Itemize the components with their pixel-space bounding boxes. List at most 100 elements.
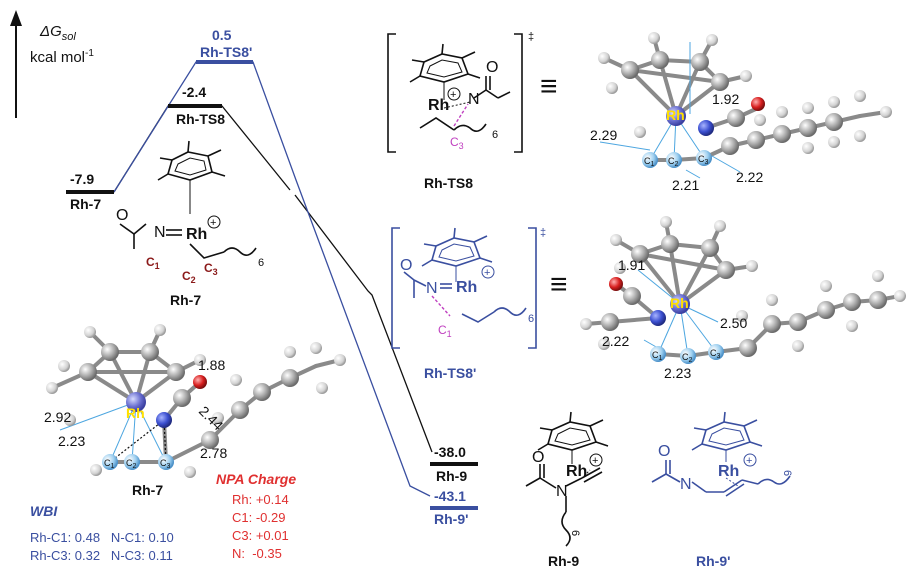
energy-levels: -7.9 Rh-7 -2.4 Rh-TS8 0.5 Rh-TS8' -38.0 …: [66, 27, 478, 527]
npa-row-1: Rh: +0.14: [232, 492, 289, 507]
svg-text:Rh: Rh: [666, 107, 685, 123]
svg-text:C3: C3: [160, 458, 171, 470]
ts8p-plus-icon: [481, 265, 495, 279]
svg-text:+: +: [746, 455, 752, 467]
structure-rh9: [525, 411, 609, 547]
npa-row-4: N: -0.35: [232, 546, 282, 561]
energy-axis: ΔGsol kcal mol-1: [10, 10, 94, 118]
level-value-rh7: -7.9: [70, 171, 94, 187]
svg-text:+: +: [210, 217, 216, 229]
ts8p-n-label: N: [426, 280, 438, 297]
ts8-3d-model: Rh C1 C2 C3 1.92 2.29 2.21 2.22: [590, 32, 892, 193]
ts8p-equiv: ≡: [550, 268, 568, 301]
ts8p-rh-label: Rh: [456, 279, 477, 296]
svg-text:C3: C3: [710, 348, 721, 360]
ts8p-dist-1: 1.91: [618, 257, 645, 273]
rh7-dist-3: 2.92: [44, 409, 71, 425]
ts8-dagger: ‡: [528, 31, 534, 43]
structure-ts8: [387, 33, 523, 153]
rh9p-rh-label: Rh: [718, 463, 739, 480]
svg-text:C3: C3: [698, 154, 709, 166]
ts8-c3-label: C3: [450, 135, 464, 151]
svg-text:Rh: Rh: [670, 295, 689, 311]
svg-text:+: +: [484, 267, 490, 279]
structure-ts8p: [391, 227, 537, 349]
ts8-dist-4: 2.22: [736, 169, 763, 185]
ts8p-structure-label: Rh-TS8': [424, 365, 476, 381]
svg-text:C2: C2: [682, 352, 693, 364]
npa-row-2: C1: -0.29: [232, 510, 285, 525]
ts8-rh-label: Rh: [428, 97, 449, 114]
level-value-ts8: -2.4: [182, 84, 206, 100]
rh7-dist-4: 2.23: [58, 433, 85, 449]
ts8p-3d-model: Rh C1 C2 C3 1.91 2.50 2.22 2.23: [580, 216, 906, 381]
rh7-3d-model: Rh C1 C2 C3 1.88 2.44 2.92 2.23 2.78 Rh-…: [44, 324, 346, 498]
level-name-ts8p: Rh-TS8': [200, 44, 252, 60]
rh7-c2-label: C2: [182, 269, 196, 285]
ts8p-c1-label: C1: [438, 323, 452, 339]
rh9p-structure-label: Rh-9': [696, 553, 730, 569]
rh7-c3-label: C3: [204, 261, 218, 277]
level-name-rh7: Rh-7: [70, 196, 101, 212]
rh7-3d-rh-label: Rh: [126, 405, 145, 421]
npa-panel: NPA Charge Rh: +0.14 C1: -0.29 C3: +0.01…: [216, 471, 296, 561]
wbi-row-1: Rh-C1: 0.48 N-C1: 0.10: [30, 530, 174, 545]
rh9p-n-label: N: [680, 476, 692, 493]
rh7-dist-5: 2.78: [200, 445, 227, 461]
npa-row-3: C3: +0.01: [232, 528, 289, 543]
rh9-cp-ring-icon: [547, 421, 598, 451]
ts8-cp-ring-icon: [419, 53, 470, 83]
ts8p-o-label: O: [400, 257, 412, 274]
svg-text:+: +: [592, 455, 598, 467]
ts8-structure-label: Rh-TS8: [424, 175, 473, 191]
svg-text:6: 6: [528, 313, 534, 325]
axis-unit: kcal mol-1: [30, 48, 94, 66]
svg-text:C1: C1: [652, 350, 663, 362]
npa-title: NPA Charge: [216, 471, 296, 487]
rh9p-cp-ring-icon: [701, 421, 752, 451]
ts8-dist-2: 2.29: [590, 127, 617, 143]
ts8p-dagger: ‡: [540, 227, 546, 239]
svg-text:6: 6: [492, 129, 498, 141]
rh7-chain-sub: 6: [258, 257, 264, 269]
ts8-dist-1: 1.92: [712, 91, 739, 107]
rh9-structure-label: Rh-9: [548, 553, 579, 569]
rh9-rh-label: Rh: [566, 463, 587, 480]
ts8-forming-bond: [453, 103, 469, 127]
rh7-o-label: O: [116, 207, 128, 224]
ts8-o-label: O: [486, 59, 498, 76]
level-value-ts8p: 0.5: [212, 27, 232, 43]
wbi-row-2: Rh-C3: 0.32 N-C3: 0.11: [30, 548, 173, 563]
svg-text:C2: C2: [126, 458, 137, 470]
ts8-dist-3: 2.21: [672, 177, 699, 193]
svg-text:6: 6: [781, 470, 793, 476]
level-value-rh9p: -43.1: [434, 488, 466, 504]
rh9-plus-icon: [589, 453, 603, 467]
level-value-rh9: -38.0: [434, 444, 466, 460]
ts8p-forming-bond: [431, 295, 451, 317]
axis-label-delta-g: ΔGsol: [39, 23, 76, 43]
ts8-n-label: N: [468, 91, 480, 108]
ts8p-cp-ring-icon: [431, 237, 482, 267]
rh9-o-label: O: [532, 449, 544, 466]
wbi-panel: WBI Rh-C1: 0.48 N-C1: 0.10 Rh-C3: 0.32 N…: [30, 503, 174, 563]
structure-rh9p: [651, 411, 791, 497]
ts8-equiv: ≡: [540, 70, 558, 103]
svg-text:C2: C2: [668, 156, 679, 168]
ts8p-dist-3: 2.22: [602, 333, 629, 349]
svg-text:C1: C1: [644, 156, 655, 168]
rh7-plus-icon: [207, 215, 221, 229]
svg-text:6: 6: [569, 530, 581, 536]
level-name-rh9p: Rh-9': [434, 511, 468, 527]
rh7-rh-label: Rh: [186, 226, 207, 243]
ts8p-dist-2: 2.50: [720, 315, 747, 331]
svg-text:C1: C1: [104, 458, 115, 470]
structure-rh7: [119, 140, 257, 259]
blue-pathway: [113, 61, 431, 497]
level-name-rh9: Rh-9: [436, 468, 467, 484]
ts8-plus-icon: [447, 87, 461, 101]
rh7-structure-label: Rh-7: [170, 292, 201, 308]
rh7-3d-label: Rh-7: [132, 482, 163, 498]
wbi-title: WBI: [30, 503, 58, 519]
